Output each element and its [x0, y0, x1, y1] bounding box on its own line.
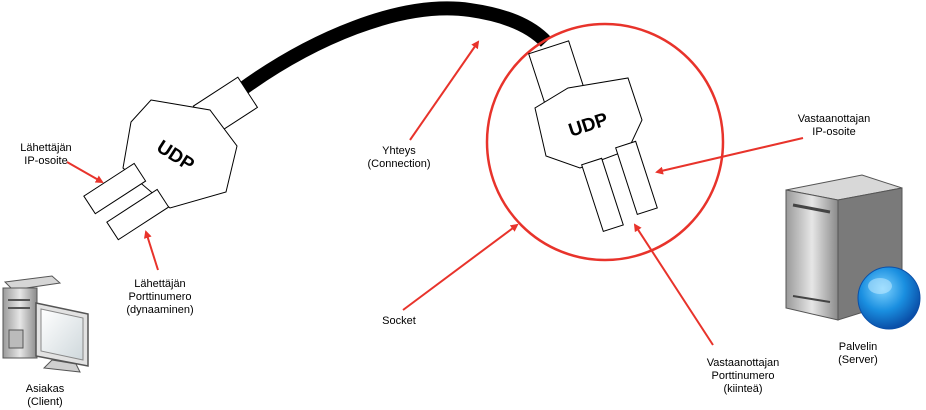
sender-ip-pin [83, 162, 147, 215]
client-label: Asiakas(Client) [25, 383, 65, 408]
desktop-computer-icon [2, 275, 89, 373]
sender-ip-arrow [66, 161, 104, 183]
receiver-udp-plug: UDP [528, 40, 658, 233]
receiver-ip-arrow [655, 137, 804, 175]
socket-circle [485, 22, 725, 262]
server-label: Palvelin(Server) [838, 341, 878, 366]
receiver-ip-pin [615, 140, 658, 216]
sender-port-arrow [143, 230, 159, 271]
sender-udp-plug: UDP [83, 76, 259, 241]
connection-arrow [409, 40, 480, 141]
receiver-port-arrow [633, 223, 714, 346]
receiver-port-pin [581, 157, 624, 233]
socket-label: Socket [382, 315, 416, 327]
connection-label: Yhteys(Connection) [367, 145, 431, 170]
sender-port-pin [106, 188, 170, 241]
connection-cable [236, 1, 552, 96]
socket-arrow [402, 223, 519, 311]
server-tower-with-globe-icon [785, 174, 921, 330]
